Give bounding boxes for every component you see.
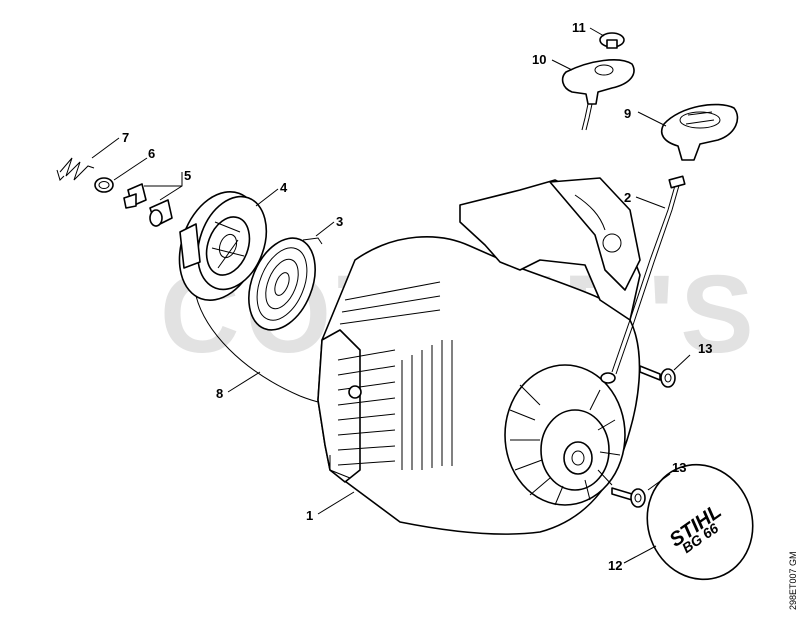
grip-plug[interactable] bbox=[599, 32, 625, 49]
callout-10: 10 bbox=[532, 52, 546, 67]
callouts: 1 2 3 4 5 6 7 8 9 10 11 12 13 13 bbox=[122, 20, 712, 573]
callout-3: 3 bbox=[336, 214, 343, 229]
callout-5: 5 bbox=[184, 168, 191, 183]
screw-lower[interactable] bbox=[611, 487, 646, 508]
throttle-cable[interactable] bbox=[600, 175, 686, 384]
callout-12: 12 bbox=[608, 558, 622, 573]
rope-rotor[interactable] bbox=[165, 180, 278, 311]
starter-grip[interactable] bbox=[561, 59, 635, 131]
shroud-hole bbox=[602, 233, 622, 253]
model-plate[interactable]: STIHL BG 66 bbox=[631, 450, 768, 595]
callout-1: 1 bbox=[306, 508, 313, 523]
callout-13b: 13 bbox=[672, 460, 686, 475]
housing-hole bbox=[348, 385, 362, 399]
rewind-spring[interactable] bbox=[236, 228, 328, 339]
callout-4: 4 bbox=[280, 180, 288, 195]
callout-13a: 13 bbox=[698, 341, 712, 356]
drawing-code: 298ET007 GM bbox=[788, 551, 798, 610]
fan-cup bbox=[504, 364, 626, 506]
screw-upper[interactable] bbox=[639, 365, 676, 388]
callout-2: 2 bbox=[624, 190, 631, 205]
pawls[interactable] bbox=[123, 183, 173, 227]
fan-housing[interactable] bbox=[317, 177, 641, 535]
callout-6: 6 bbox=[148, 146, 155, 161]
callout-7: 7 bbox=[122, 130, 129, 145]
callout-9: 9 bbox=[624, 106, 631, 121]
washer[interactable] bbox=[94, 177, 114, 193]
leader-lines bbox=[91, 27, 691, 564]
callout-8: 8 bbox=[216, 386, 223, 401]
spring-clip[interactable] bbox=[56, 157, 95, 181]
grip-cover[interactable] bbox=[660, 103, 739, 161]
callout-11: 11 bbox=[572, 20, 586, 35]
housing-grille bbox=[337, 281, 453, 470]
